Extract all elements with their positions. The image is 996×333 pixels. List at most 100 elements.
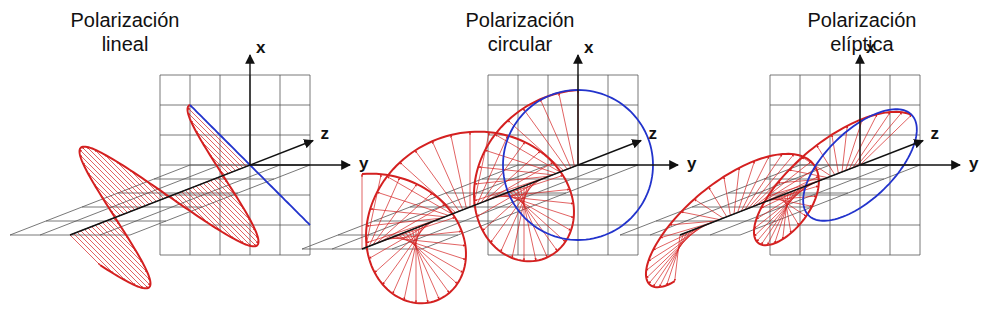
field-vector: [432, 141, 463, 210]
field-vector: [709, 187, 727, 217]
grid-line: [160, 135, 310, 136]
grid-line: [770, 105, 920, 106]
field-curve: [362, 90, 578, 303]
field-vector: [87, 147, 146, 206]
axis-label: z: [321, 125, 330, 143]
field-vector: [517, 189, 548, 258]
field-vector: [802, 157, 831, 176]
z-axis: [680, 141, 923, 236]
field-vector: [188, 113, 243, 168]
field-vector: [523, 109, 567, 170]
field-vectors: [362, 90, 578, 303]
axis-label: x: [584, 39, 593, 57]
grid-line: [160, 255, 310, 256]
field-vector: [470, 132, 471, 207]
field-vector: [681, 212, 719, 220]
field-vector: [188, 108, 247, 167]
x-axis: [249, 55, 250, 165]
field-vector: [860, 115, 912, 165]
grid-line: [770, 75, 771, 255]
field-vector: [400, 162, 456, 212]
axis-label: y: [359, 155, 368, 173]
x-axis: [859, 55, 860, 165]
axis-label: x: [256, 39, 265, 57]
field-vector: [84, 229, 143, 288]
grid-line: [488, 255, 638, 256]
field-vector: [81, 231, 136, 286]
axes: [362, 55, 678, 249]
field-vector: [451, 135, 467, 208]
field-vector: [394, 236, 465, 259]
field-vector: [203, 183, 258, 238]
field-vector: [789, 170, 827, 178]
field-vector: [377, 192, 448, 215]
field-vector: [182, 192, 222, 232]
y-axis: [860, 164, 960, 165]
grid-line: [770, 255, 920, 256]
grid-line: [770, 225, 920, 226]
field-vector: [95, 225, 150, 280]
field-vector: [70, 235, 100, 265]
axis-label: z: [649, 125, 658, 143]
field-vector: [502, 194, 573, 217]
field-vector: [485, 150, 556, 173]
field-vector: [694, 199, 723, 218]
field-vector: [130, 170, 160, 200]
field-vector: [116, 161, 156, 201]
field-vector: [185, 190, 234, 239]
axis-label: x: [866, 39, 875, 57]
axis-label: z: [931, 125, 940, 143]
field-vector: [369, 221, 434, 259]
field-vector: [178, 193, 208, 223]
panel-title: Polarización circular: [452, 8, 588, 56]
field-vector: [375, 222, 431, 272]
field-vector: [80, 150, 139, 209]
field-vectors: [70, 105, 258, 288]
grid-line: [770, 75, 920, 76]
field-vector: [387, 177, 452, 215]
axes: [680, 55, 960, 235]
grid-line: [488, 105, 638, 106]
field-vector: [478, 167, 553, 175]
wave-panel: [620, 55, 960, 287]
grid-line: [160, 75, 161, 255]
grid-line: [160, 105, 310, 106]
x-axis: [577, 55, 578, 165]
z-axis: [70, 141, 313, 236]
grid-line: [488, 75, 638, 76]
y-axis: [578, 164, 678, 165]
grid-line: [488, 75, 489, 255]
y-axis: [250, 164, 350, 165]
field-vector: [508, 120, 564, 170]
field-vector: [409, 231, 440, 300]
field-vector: [362, 174, 363, 249]
field-vector: [370, 209, 445, 217]
grid-line: [488, 135, 638, 136]
field-vector: [559, 93, 575, 166]
grid-line: [160, 75, 310, 76]
field-vector: [738, 161, 755, 213]
field-vector: [77, 232, 126, 281]
field-vector: [724, 177, 731, 216]
field-vector: [92, 227, 151, 286]
axes: [70, 55, 350, 235]
wave-panel: [10, 55, 350, 288]
field-vector: [200, 185, 259, 244]
field-vector: [104, 154, 153, 203]
wave-panel: [302, 55, 678, 303]
axis-label: y: [969, 155, 978, 173]
panel-title: Polarización lineal: [57, 8, 193, 56]
grid-line: [392, 165, 608, 249]
field-vector: [734, 168, 739, 214]
field-vector: [80, 155, 135, 210]
field-vector: [540, 99, 571, 168]
field-vector: [477, 179, 542, 217]
field-vector: [415, 151, 459, 212]
panel-title: Polarización elíptica: [794, 8, 930, 56]
field-vector: [74, 234, 114, 274]
field-vector: [192, 187, 251, 246]
grid-line: [770, 135, 920, 136]
z-axis: [362, 141, 641, 250]
grid-line: [10, 165, 190, 235]
